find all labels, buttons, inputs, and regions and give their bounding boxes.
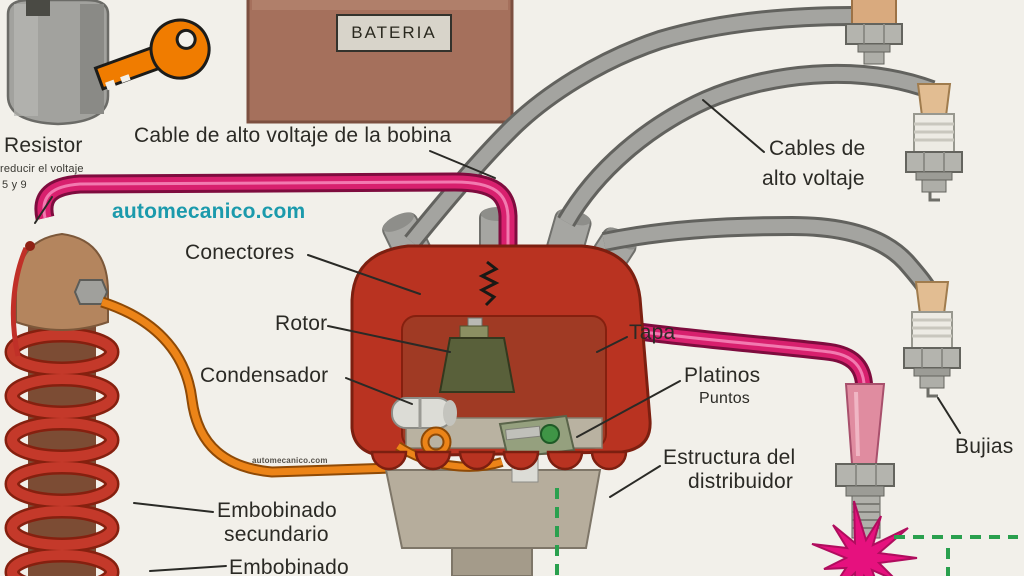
cap-scallops (370, 450, 628, 471)
spark-plug-3 (903, 281, 961, 398)
label-cables-2: alto voltaje (762, 167, 865, 190)
label-conectores: Conectores (185, 241, 295, 264)
label-embobinado-sec-1: Embobinado (217, 499, 337, 522)
interior-wire-orange (395, 426, 504, 472)
label-resistor-note-2: 5 y 9 (2, 179, 27, 191)
label-cables-1: Cables de (769, 137, 866, 160)
condenser-part (391, 397, 457, 429)
label-cable-bobina: Cable de alto voltaje de la bobina (134, 124, 452, 147)
coil-high-voltage-cable (34, 172, 518, 262)
label-resistor: Resistor (4, 134, 83, 157)
cap-center-spring (478, 260, 500, 307)
plug-high-voltage-cable-pink (626, 321, 874, 397)
label-estructura-2: distribuidor (688, 470, 794, 493)
spark-plug-1 (845, 0, 903, 65)
battery-label-plate: BATERIA (336, 14, 452, 52)
label-embobinado-bottom: Embobinado (229, 556, 349, 576)
label-puntos: Puntos (699, 390, 751, 407)
ignition-key (93, 18, 211, 91)
spark-plug-4 (835, 383, 895, 550)
label-resistor-note-1: reducir el voltaje (0, 163, 84, 175)
label-bujias: Bujias (955, 435, 1014, 458)
ignition-lock (6, 0, 110, 126)
watermark-text: automecanico.com (112, 200, 306, 223)
leader-lines (34, 99, 961, 572)
timing-guide-lines (555, 488, 1018, 576)
label-estructura-1: Estructura del (663, 446, 796, 469)
rotor-part (438, 317, 516, 393)
points-part (498, 414, 576, 460)
coil-winding (4, 327, 120, 576)
distributor-body (384, 469, 602, 576)
watermark-small-text: automecanico.com (252, 456, 328, 465)
label-rotor: Rotor (275, 312, 328, 335)
label-embobinado-sec-2: secundario (224, 523, 329, 546)
spark-plug-2 (905, 83, 963, 202)
spark-burst (811, 500, 918, 576)
distributor-cap (350, 244, 652, 483)
label-tapa: Tapa (629, 321, 676, 344)
ignition-coil (4, 232, 120, 576)
label-platinos: Platinos (684, 364, 761, 387)
label-condensador: Condensador (200, 364, 329, 387)
primary-wire-orange (100, 296, 393, 478)
